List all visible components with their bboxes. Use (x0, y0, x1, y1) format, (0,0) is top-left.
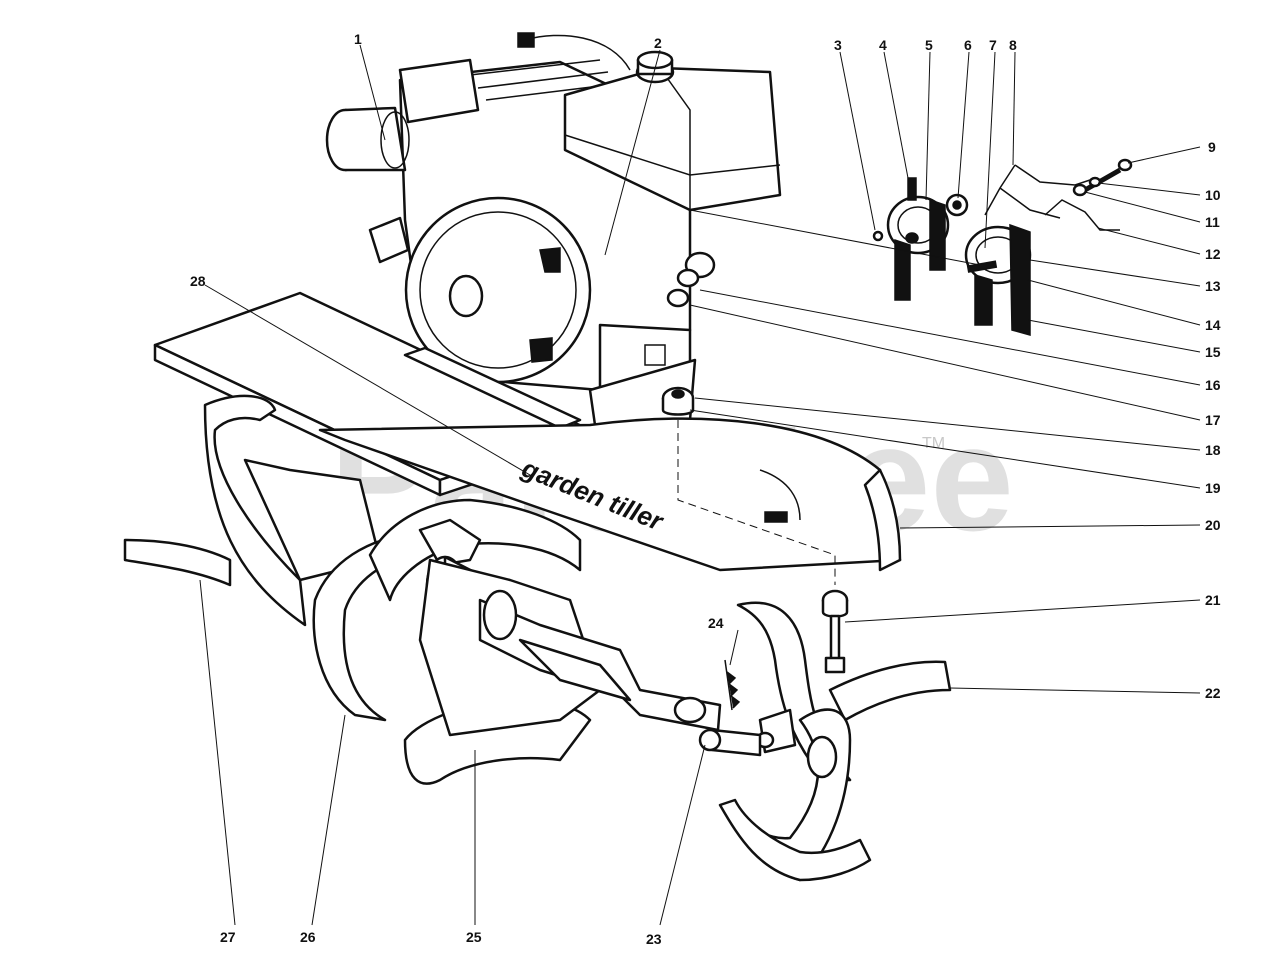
callout-28: 28 (190, 273, 206, 289)
leader-lines (199, 44, 1201, 926)
callout-numbers: 1 2 3 4 5 6 7 8 9 10 11 12 13 14 15 16 1… (190, 31, 1221, 947)
callout-12: 12 (1205, 246, 1221, 262)
callout-10: 10 (1205, 187, 1221, 203)
callout-3: 3 (834, 37, 842, 53)
callout-11: 11 (1205, 214, 1220, 230)
callout-8: 8 (1009, 37, 1017, 53)
belt-guide-hardware[interactable] (984, 158, 1133, 231)
callout-4: 4 (879, 37, 887, 53)
callout-5: 5 (925, 37, 933, 53)
callout-20: 20 (1205, 517, 1221, 533)
callout-2: 2 (654, 35, 662, 51)
callout-1: 1 (354, 31, 362, 47)
bolt-and-spacer[interactable] (821, 589, 849, 674)
right-tine-assembly[interactable] (698, 601, 952, 882)
watermark-trademark: TM (922, 435, 945, 452)
callout-25: 25 (466, 929, 482, 945)
callout-18: 18 (1205, 442, 1221, 458)
center-tine-and-shaft[interactable] (403, 558, 741, 785)
callout-23: 23 (646, 931, 662, 947)
callout-27: 27 (220, 929, 236, 945)
callout-15: 15 (1205, 344, 1221, 360)
callout-16: 16 (1205, 377, 1221, 393)
callout-22: 22 (1205, 685, 1221, 701)
callout-7: 7 (989, 37, 997, 53)
callout-19: 19 (1205, 480, 1221, 496)
pulley-belt-assembly[interactable] (872, 177, 1032, 336)
callout-13: 13 (1205, 278, 1221, 294)
callout-6: 6 (964, 37, 972, 53)
engine-assembly[interactable] (325, 32, 782, 392)
callout-9: 9 (1208, 139, 1216, 155)
callout-17: 17 (1205, 412, 1221, 428)
callout-24: 24 (708, 615, 724, 631)
callout-14: 14 (1205, 317, 1221, 333)
callout-21: 21 (1205, 592, 1221, 608)
spacer-washer[interactable] (661, 386, 695, 416)
callout-26: 26 (300, 929, 316, 945)
